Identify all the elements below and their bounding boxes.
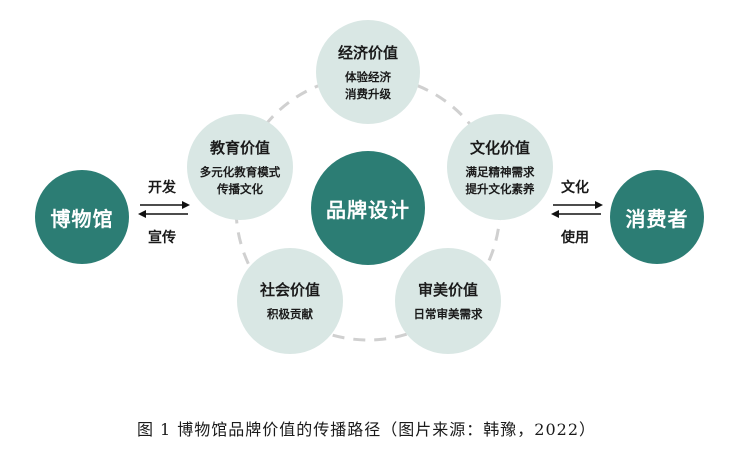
social-value-title: 社会价值 xyxy=(259,281,320,299)
economic-value-node: 经济价值 体验经济 消费升级 xyxy=(316,20,420,124)
economic-value-title: 经济价值 xyxy=(337,43,398,62)
culture-value-title: 文化价值 xyxy=(469,138,530,157)
flow-label-use: 使用 xyxy=(561,230,589,246)
consumer-label: 消费者 xyxy=(625,206,689,231)
brand-design-label: 品牌设计 xyxy=(326,197,410,222)
flow-label-develop: 开发 xyxy=(148,180,176,196)
economic-value-line-1: 体验经济 xyxy=(345,69,391,84)
culture-value-line-1: 满足精神需求 xyxy=(465,164,535,179)
flow-label-promote: 宣传 xyxy=(148,230,176,246)
museum-label: 博物馆 xyxy=(50,206,114,231)
economic-value-line-2: 消费升级 xyxy=(345,86,391,101)
brand-design-node: 品牌设计 xyxy=(311,151,425,265)
aesthetic-value-title: 审美价值 xyxy=(417,281,478,299)
education-value-line-2: 传播文化 xyxy=(217,181,263,196)
education-value-line-1: 多元化教育模式 xyxy=(199,164,281,179)
brand-value-diagram: 博物馆 消费者 品牌设计 经济价值 体验经济 消费升级 教育价值 多元化教育模式… xyxy=(35,20,704,354)
culture-value-node: 文化价值 满足精神需求 提升文化素养 xyxy=(447,114,553,220)
consumer-node: 消费者 xyxy=(610,170,704,264)
flow-label-culture: 文化 xyxy=(561,180,589,196)
social-value-line-1: 积极贡献 xyxy=(267,307,313,321)
culture-value-line-2: 提升文化素养 xyxy=(465,181,535,196)
aesthetic-value-node: 审美价值 日常审美需求 xyxy=(395,248,501,354)
education-value-title: 教育价值 xyxy=(209,138,270,157)
figure-caption: 图 1 博物馆品牌价值的传播路径（图片来源：韩豫，2022） xyxy=(136,420,597,439)
aesthetic-value-line-1: 日常审美需求 xyxy=(413,307,483,321)
museum-node: 博物馆 xyxy=(35,170,129,264)
social-value-node: 社会价值 积极贡献 xyxy=(237,248,343,354)
education-value-node: 教育价值 多元化教育模式 传播文化 xyxy=(187,114,293,220)
